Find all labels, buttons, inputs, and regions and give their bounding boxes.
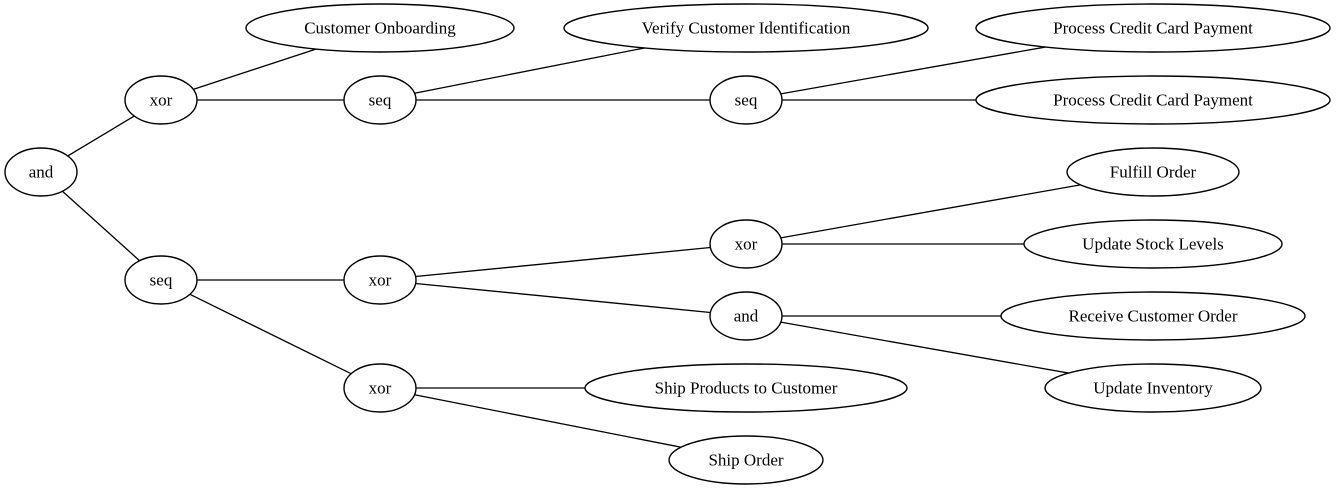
edge-n7-n8 <box>780 46 1046 95</box>
edge-n11-n19 <box>414 394 682 448</box>
nodes-layer: and xor seq Customer Onboarding seq Verify Cu… <box>4 3 1331 485</box>
node-label: Ship Order <box>708 451 783 470</box>
node-n17: Update Inventory <box>1044 363 1262 413</box>
node-n13: Fulfill Order <box>1066 147 1240 197</box>
node-n6: Verify Customer Identification <box>563 3 929 53</box>
edge-n12-n13 <box>780 184 1081 239</box>
node-label: seq <box>735 91 758 110</box>
node-label: Fulfill Order <box>1110 163 1197 182</box>
node-label: xor <box>369 271 392 290</box>
node-label: Receive Customer Order <box>1069 307 1238 326</box>
node-n15: and <box>709 291 783 341</box>
node-label: xor <box>735 235 758 254</box>
node-n3: seq <box>124 255 198 305</box>
node-ellipse <box>709 291 783 341</box>
node-n19: Ship Order <box>668 435 824 485</box>
node-label: xor <box>369 379 392 398</box>
node-label: Update Stock Levels <box>1082 235 1224 254</box>
node-ellipse <box>343 255 417 305</box>
node-n12: xor <box>709 219 783 269</box>
node-n1: and <box>4 147 78 197</box>
node-n9: Process Credit Card Payment <box>975 75 1331 125</box>
node-label: Verify Customer Identification <box>642 19 851 38</box>
node-n5: seq <box>343 75 417 125</box>
node-n11: xor <box>343 363 417 413</box>
node-n4: Customer Onboarding <box>245 3 515 53</box>
node-label: Update Inventory <box>1093 379 1213 398</box>
node-ellipse <box>1044 363 1262 413</box>
node-n8: Process Credit Card Payment <box>975 3 1331 53</box>
node-ellipse <box>1000 291 1306 341</box>
node-n2: xor <box>124 75 198 125</box>
node-ellipse <box>343 363 417 413</box>
node-ellipse <box>4 147 78 197</box>
edge-n2-n4 <box>193 48 317 91</box>
edges-layer <box>61 46 1081 448</box>
node-label: Process Credit Card Payment <box>1053 19 1253 38</box>
node-label: and <box>734 307 759 326</box>
edge-n10-n12 <box>415 246 711 278</box>
node-ellipse <box>343 75 417 125</box>
node-ellipse <box>975 3 1331 53</box>
node-ellipse <box>709 219 783 269</box>
node-ellipse <box>975 75 1331 125</box>
node-label: seq <box>150 271 173 290</box>
edge-n5-n6 <box>414 47 645 94</box>
node-ellipse <box>563 3 929 53</box>
node-label: seq <box>369 91 392 110</box>
node-label: and <box>29 163 54 182</box>
node-ellipse <box>1023 219 1283 269</box>
node-label: Process Credit Card Payment <box>1053 91 1253 110</box>
edge-n3-n11 <box>189 293 352 375</box>
node-n7: seq <box>709 75 783 125</box>
edge-n15-n17 <box>780 321 1069 374</box>
node-ellipse <box>668 435 824 485</box>
node-n10: xor <box>343 255 417 305</box>
node-ellipse <box>124 75 198 125</box>
edge-n10-n15 <box>415 282 711 314</box>
edge-n1-n2 <box>67 115 135 157</box>
node-n16: Receive Customer Order <box>1000 291 1306 341</box>
node-label: xor <box>150 91 173 110</box>
edge-n1-n3 <box>61 190 141 262</box>
node-ellipse <box>1066 147 1240 197</box>
node-ellipse <box>124 255 198 305</box>
node-label: Customer Onboarding <box>304 19 456 38</box>
node-ellipse <box>245 3 515 53</box>
node-n14: Update Stock Levels <box>1023 219 1283 269</box>
node-ellipse <box>584 363 908 413</box>
node-label: Ship Products to Customer <box>655 379 838 398</box>
node-n18: Ship Products to Customer <box>584 363 908 413</box>
node-ellipse <box>709 75 783 125</box>
